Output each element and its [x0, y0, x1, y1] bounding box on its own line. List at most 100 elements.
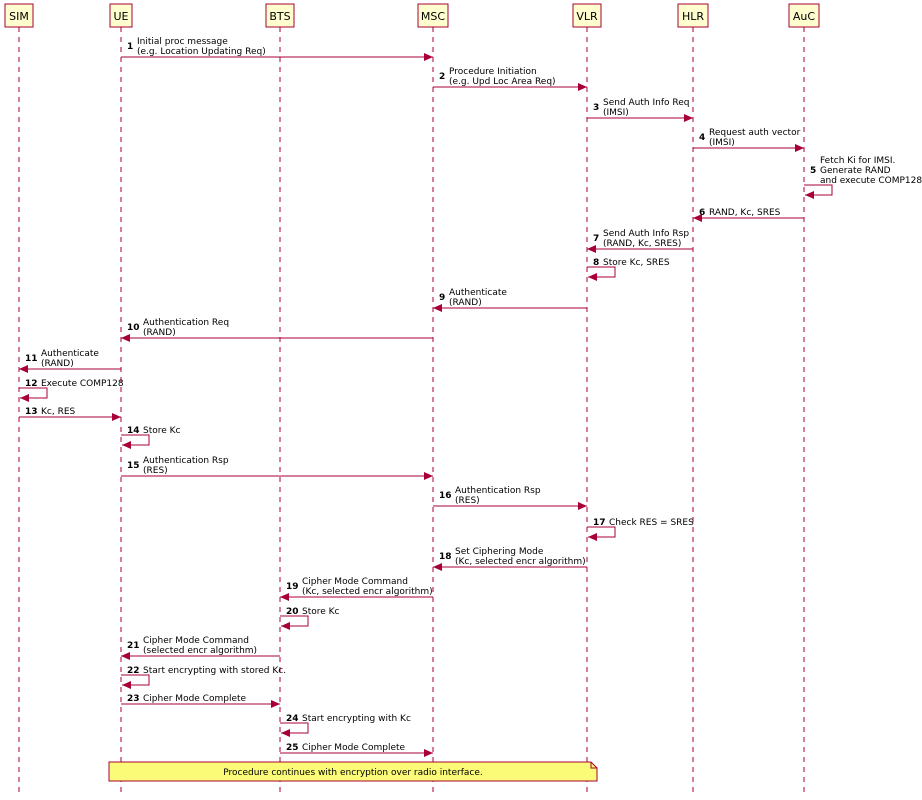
message-label-line: (RAND): [41, 359, 74, 369]
participant-label: VLR: [576, 10, 598, 23]
arrowhead: [19, 365, 28, 373]
arrowhead: [424, 749, 433, 757]
arrowhead: [587, 245, 596, 253]
message-number: 5: [810, 166, 816, 176]
message-number: 8: [593, 258, 599, 268]
self-message-loop: [280, 722, 309, 734]
message-number: 25: [286, 743, 299, 753]
message-number: 23: [127, 694, 140, 704]
message-label-line: Check RES = SRES: [609, 518, 694, 528]
message-label-line: Initial proc message: [137, 37, 228, 47]
self-message-loop: [280, 615, 309, 627]
message-number: 11: [25, 354, 38, 364]
message-label-line: (Kc, selected encr algorithm): [455, 557, 586, 567]
message-label-line: Cipher Mode Complete: [143, 694, 247, 704]
self-message-loop: [121, 674, 150, 686]
participant-sim: SIM: [4, 3, 34, 28]
message-label-line: Set Ciphering Mode: [455, 547, 544, 557]
message-number: 1: [127, 42, 133, 52]
arrowhead: [280, 593, 289, 601]
participant-bts: BTS: [265, 3, 295, 28]
message-label-line: Generate RAND: [820, 166, 891, 176]
self-message-loop: [19, 387, 48, 399]
message-number: 16: [439, 491, 452, 501]
message-label-line: Start encrypting with Kc: [302, 714, 411, 724]
self-message-loop: [121, 434, 150, 446]
message-number: 6: [699, 208, 705, 218]
message-number: 21: [127, 641, 140, 651]
message-label-line: Start encrypting with stored Kc.: [143, 666, 286, 676]
participant-hlr: HLR: [677, 3, 709, 28]
participant-box: [265, 3, 295, 28]
participant-box: [109, 3, 133, 28]
arrowhead: [122, 681, 131, 689]
self-message-loop: [587, 266, 616, 278]
message-label-line: (RAND): [449, 298, 482, 308]
message-number: 22: [127, 666, 140, 676]
message-label-line: Kc, RES: [41, 407, 76, 417]
message-label-line: Procedure Initiation: [449, 67, 537, 77]
arrowhead: [424, 472, 433, 480]
message-number: 7: [593, 234, 599, 244]
arrowhead: [588, 533, 597, 541]
message-number: 4: [699, 133, 705, 143]
arrowhead: [281, 729, 290, 737]
arrowhead: [433, 304, 442, 312]
message-label-line: (RES): [455, 496, 480, 506]
participant-box: [788, 3, 820, 28]
participant-label: MSC: [421, 10, 445, 23]
message-4: 4 Request auth vector(IMSI): [693, 128, 804, 152]
arrowhead: [121, 652, 130, 660]
message-label-line: (IMSI): [709, 138, 735, 148]
message-label-line: Execute COMP128: [41, 379, 124, 389]
message-label-line: Cipher Mode Command: [143, 636, 249, 646]
arrowhead: [433, 563, 442, 571]
message-label-line: Cipher Mode Complete: [302, 743, 406, 753]
message-label-line: Cipher Mode Command: [302, 577, 408, 587]
participant-box: [4, 3, 34, 28]
participant-label: HLR: [682, 10, 704, 23]
message-label-line: Request auth vector: [709, 128, 801, 138]
message-number: 3: [593, 103, 599, 113]
participant-label: AuC: [793, 10, 815, 23]
participant-label: BTS: [269, 10, 290, 23]
participant-label: UE: [113, 10, 128, 23]
message-number: 19: [286, 582, 299, 592]
participant-box: [572, 3, 602, 28]
arrowhead: [424, 53, 433, 61]
message-label-line: (Kc, selected encr algorithm): [302, 587, 433, 597]
message-label-line: Store Kc, SRES: [603, 258, 670, 268]
arrowhead: [578, 83, 587, 91]
message-label-line: Authenticate: [449, 288, 507, 298]
message-label-line: (IMSI): [603, 108, 629, 118]
participant-msc: MSC: [417, 3, 449, 28]
arrowhead: [271, 700, 280, 708]
message-number: 14: [127, 426, 140, 436]
note-fold: [590, 762, 597, 769]
message-label-line: Fetch Ki for IMSI.: [820, 156, 895, 166]
arrowhead: [795, 144, 804, 152]
note-box: [108, 761, 598, 782]
participant-ue: UE: [109, 3, 133, 28]
